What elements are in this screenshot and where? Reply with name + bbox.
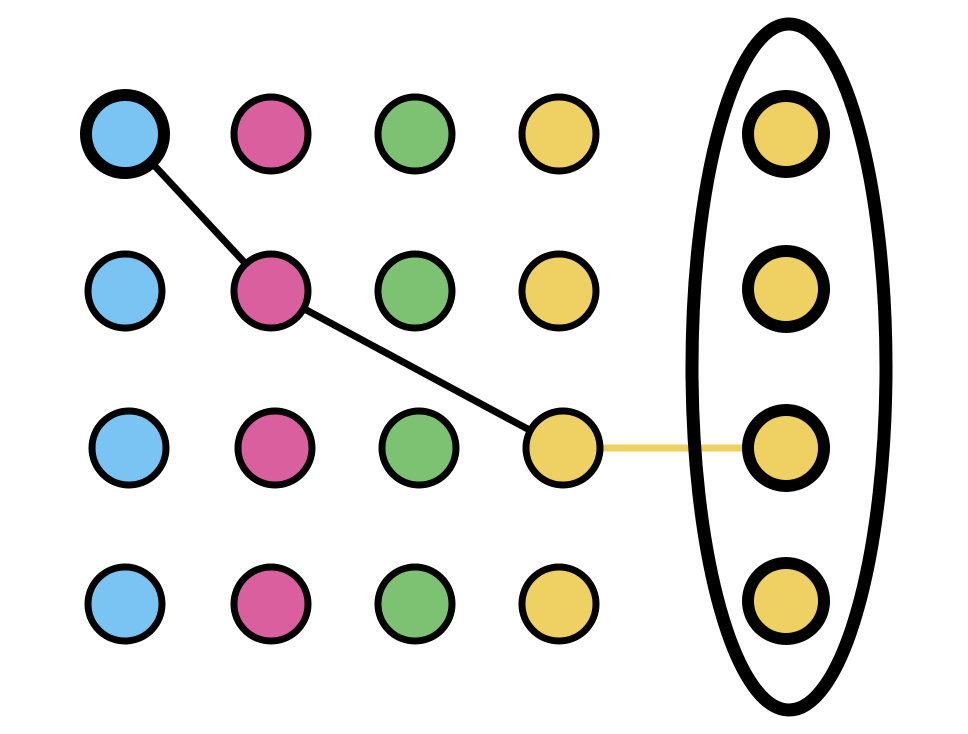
selected-group-ellipse xyxy=(685,17,893,717)
node-blue-r2 xyxy=(84,250,166,332)
selected-node-1 xyxy=(742,90,830,178)
node-pink-r2 xyxy=(230,250,312,332)
node-green-r3 xyxy=(378,407,460,489)
selected-column-layer xyxy=(742,90,830,645)
node-green-r4 xyxy=(374,563,456,645)
node-yellow-r3 xyxy=(522,407,604,489)
node-pink-r1 xyxy=(230,93,312,175)
node-pink-r4 xyxy=(230,563,312,645)
node-blue-r1 xyxy=(80,89,170,179)
node-blue-r4 xyxy=(84,563,166,645)
node-yellow-r4 xyxy=(518,563,600,645)
selected-node-2 xyxy=(742,245,830,333)
path-link-1 xyxy=(267,287,567,452)
node-pink-r3 xyxy=(234,407,316,489)
node-green-r2 xyxy=(374,250,456,332)
node-green-r1 xyxy=(374,93,456,175)
selected-node-4 xyxy=(742,557,830,645)
nodes-layer xyxy=(80,89,604,645)
node-yellow-r2 xyxy=(518,250,600,332)
selected-node-3 xyxy=(742,404,830,492)
node-yellow-r1 xyxy=(518,93,600,175)
node-blue-r3 xyxy=(88,407,170,489)
